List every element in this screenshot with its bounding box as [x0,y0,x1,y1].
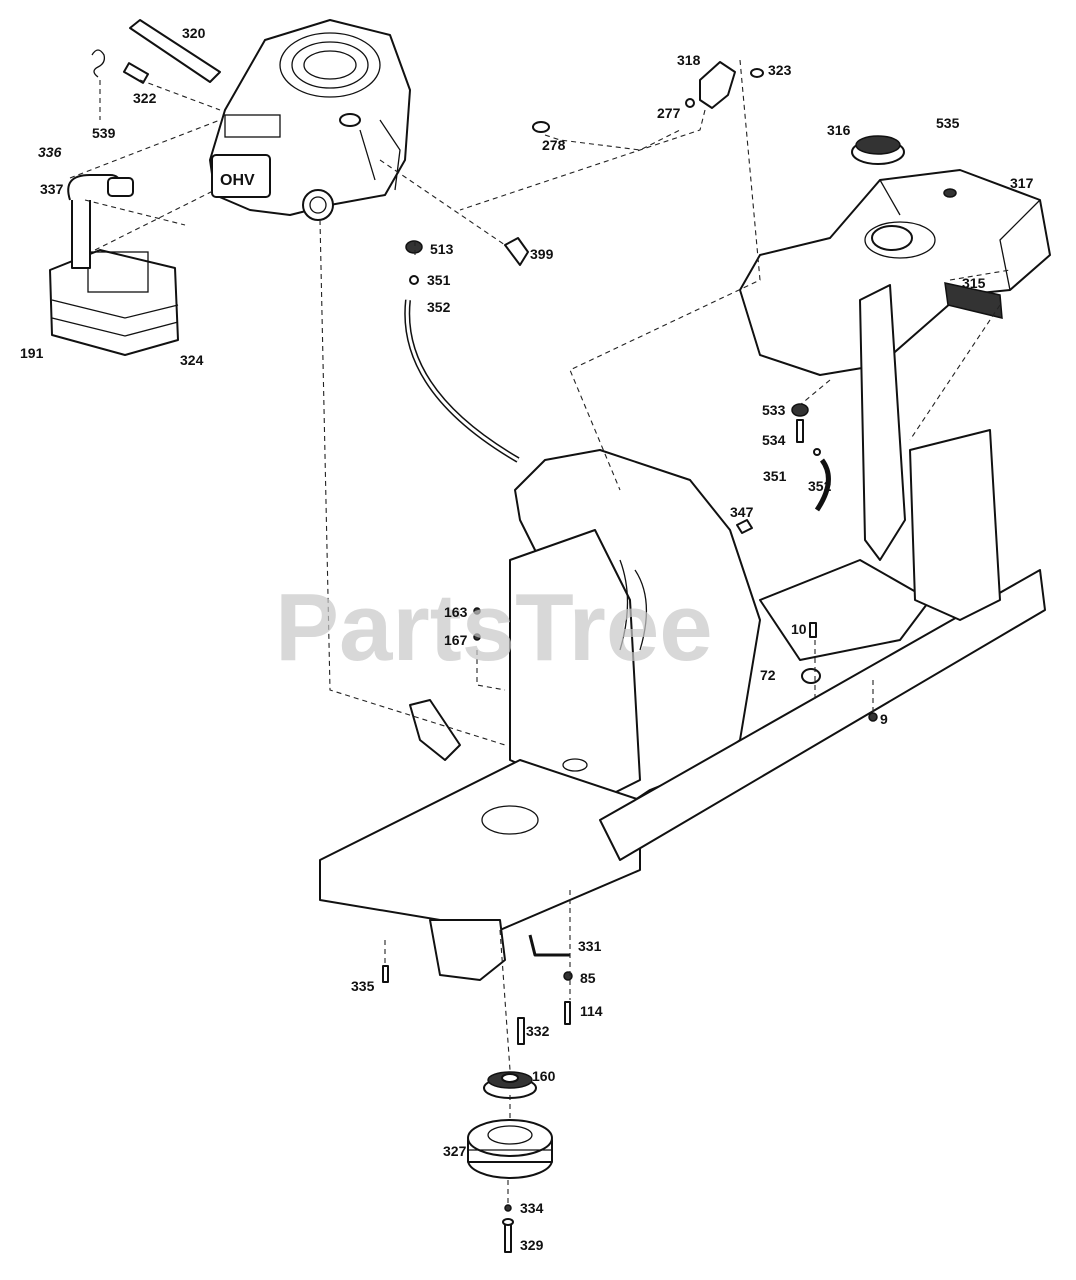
part-399-clip [504,237,529,266]
part-label: 323 [768,62,792,78]
part-label: 322 [133,90,157,106]
fuel-tank-drawing [739,169,1051,376]
part-label: 72 [760,667,776,683]
part-label: 399 [530,246,554,262]
muffler-drawing [49,174,179,356]
part-327-clutch [467,1119,553,1179]
part-label: 114 [580,1003,603,1019]
part-278-grommet [532,121,550,133]
part-352-fuel-line [404,299,520,463]
part-322-plug [122,62,150,84]
part-label: 320 [182,25,206,41]
part-label: 10 [791,621,807,637]
part-label: 351 [763,468,787,484]
part-label: 160 [532,1068,556,1084]
part-label: 318 [677,52,701,68]
part-label: 278 [542,137,566,153]
part-315-foam [944,282,1003,319]
part-label: 336 [38,144,62,160]
part-label: 533 [762,402,786,418]
part-label: 317 [1010,175,1034,191]
part-539-wire [91,49,106,78]
part-label: 332 [526,1023,550,1039]
part-label: 191 [20,345,44,361]
engine-badge-text: OHV [220,172,255,189]
part-label: 331 [578,938,602,954]
part-331-rod [528,934,570,957]
frame-drawing [319,284,1046,981]
part-label: 352 [427,299,451,315]
part-label: 335 [351,978,375,994]
part-316-fuel-cap [851,135,905,165]
part-label: 534 [762,432,786,448]
part-label: 352 [808,478,832,494]
watermark-text: PartsTree [275,574,713,681]
part-label: 535 [936,115,960,131]
part-label: 324 [180,352,204,368]
engine-drawing: OHV [209,19,411,221]
part-label: 85 [580,970,596,986]
part-label: 327 [443,1143,467,1159]
part-160-pulley [483,1071,537,1099]
part-label: 513 [430,241,454,257]
part-535-vent [943,188,957,198]
part-label: 315 [962,275,986,291]
part-label: 539 [92,125,116,141]
part-label: 329 [520,1237,544,1253]
part-320-tube [129,19,221,83]
part-label: 316 [827,122,851,138]
part-label: 334 [520,1200,544,1216]
part-label: 163 [444,604,468,620]
part-label: 167 [444,632,468,648]
part-label: 277 [657,105,681,121]
part-label: 347 [730,504,754,520]
leader-lines [69,59,1011,1205]
part-label: 9 [880,711,888,727]
part-label: 337 [40,181,64,197]
part-labels: 320 539 322 336 337 191 324 318 323 277 … [20,25,1034,1253]
part-label: 351 [427,272,451,288]
part-318-bracket [699,61,736,109]
